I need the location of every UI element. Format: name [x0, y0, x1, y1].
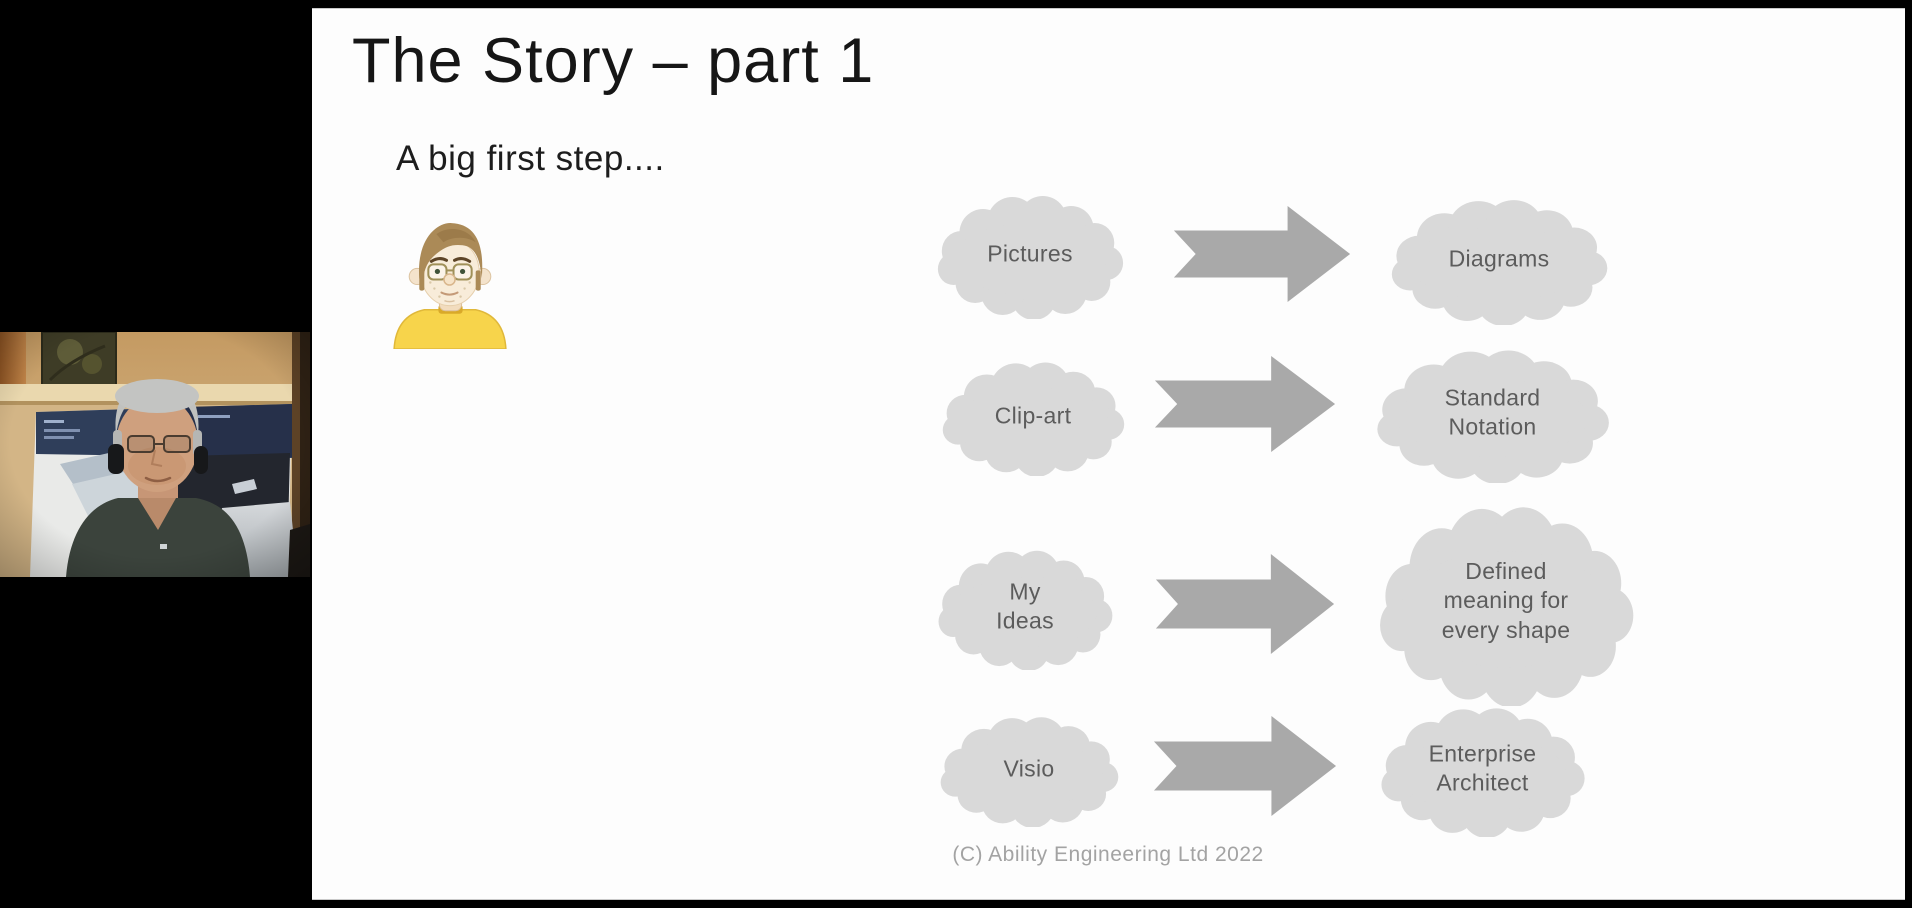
- cloud-enterprise-architect: Enterprise Architect: [1375, 701, 1590, 837]
- cloud-pictures: Pictures: [932, 189, 1128, 319]
- cloud-label: Standard Notation: [1444, 384, 1541, 440]
- right-arrow-icon: [1154, 551, 1336, 657]
- right-arrow-icon: [1172, 203, 1352, 305]
- cloud-visio: Visio: [935, 711, 1123, 827]
- slide-subtitle: A big first step....: [396, 139, 665, 178]
- cloud-defined-meaning: Defined meaning for every shape: [1372, 496, 1640, 706]
- cloud-my-ideas: My Ideas: [933, 544, 1117, 670]
- cloud-label: Enterprise Architect: [1428, 740, 1537, 796]
- presentation-slide: The Story – part 1 A big first step....: [312, 8, 1905, 900]
- cloud-diagrams: Diagrams: [1385, 193, 1613, 325]
- copyright-note: (C) Ability Engineering Ltd 2022: [952, 843, 1264, 866]
- cloud-clip-art: Clip-art: [937, 356, 1129, 476]
- presenter-webcam-video: [0, 332, 310, 577]
- cloud-label: Diagrams: [1448, 245, 1550, 272]
- cloud-label: Clip-art: [994, 402, 1072, 429]
- right-arrow-icon: [1152, 713, 1338, 819]
- webcam-scene: [0, 332, 310, 577]
- cloud-label: Pictures: [987, 240, 1073, 267]
- cloud-standard-notation: Standard Notation: [1370, 343, 1615, 483]
- right-arrow-icon: [1153, 353, 1337, 455]
- slide-title: The Story – part 1: [352, 26, 875, 96]
- cloud-label: Defined meaning for every shape: [1441, 557, 1571, 643]
- cloud-label: Visio: [1003, 755, 1055, 782]
- man-with-glasses-clipart-icon: [393, 223, 507, 349]
- cloud-label: My Ideas: [996, 578, 1054, 634]
